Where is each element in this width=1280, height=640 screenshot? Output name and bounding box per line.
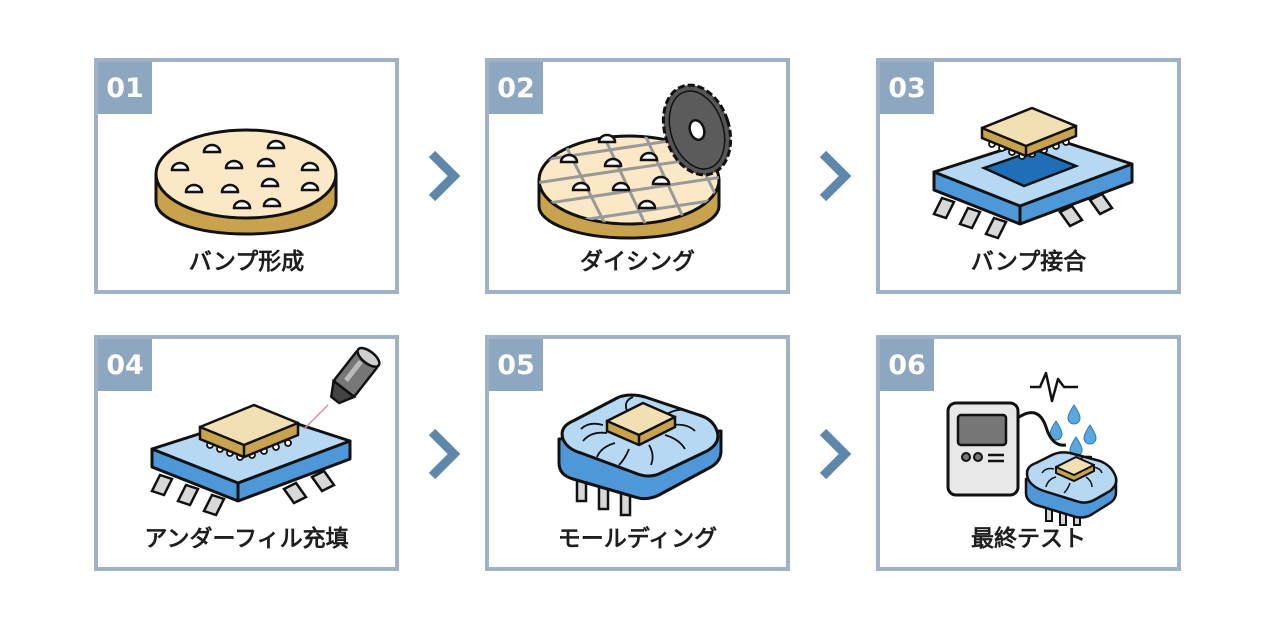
underfill-dispense-icon <box>150 346 381 517</box>
step-card-03: 03 バンプ接合 <box>876 58 1181 294</box>
step-label: モールディング <box>557 526 718 552</box>
chevron-right-icon <box>815 146 855 206</box>
chevron-right-icon <box>815 424 855 484</box>
molded-package-icon <box>557 393 723 517</box>
step-number-badge: 05 <box>489 339 543 391</box>
wafer-bumps-icon <box>154 128 338 236</box>
chevron-right-icon <box>424 424 464 484</box>
step-number-badge: 02 <box>489 62 543 114</box>
step-number-badge: 01 <box>98 62 152 114</box>
step-card-05: 05 モールディング <box>485 335 790 571</box>
step-label: ダイシング <box>580 249 695 275</box>
flip-chip-bonding-icon <box>932 106 1134 240</box>
step-card-04: 04 アンダーフィル充填 <box>94 335 399 571</box>
step-label: 最終テスト <box>971 526 1086 552</box>
step-label: アンダーフィル充填 <box>144 526 349 552</box>
final-test-icon <box>946 371 1118 526</box>
step-card-01: 01 バンプ形成 <box>94 58 399 294</box>
step-number-badge: 04 <box>98 339 152 391</box>
step-number-badge: 06 <box>880 339 934 391</box>
step-number-badge: 03 <box>880 62 934 114</box>
step-card-06: 06 最終テスト <box>876 335 1181 571</box>
step-card-02: 02 ダイシング <box>485 58 790 294</box>
step-label: バンプ接合 <box>970 249 1087 275</box>
step-label: バンプ形成 <box>188 249 305 275</box>
dicing-saw-icon <box>537 83 733 240</box>
chevron-right-icon <box>424 146 464 206</box>
